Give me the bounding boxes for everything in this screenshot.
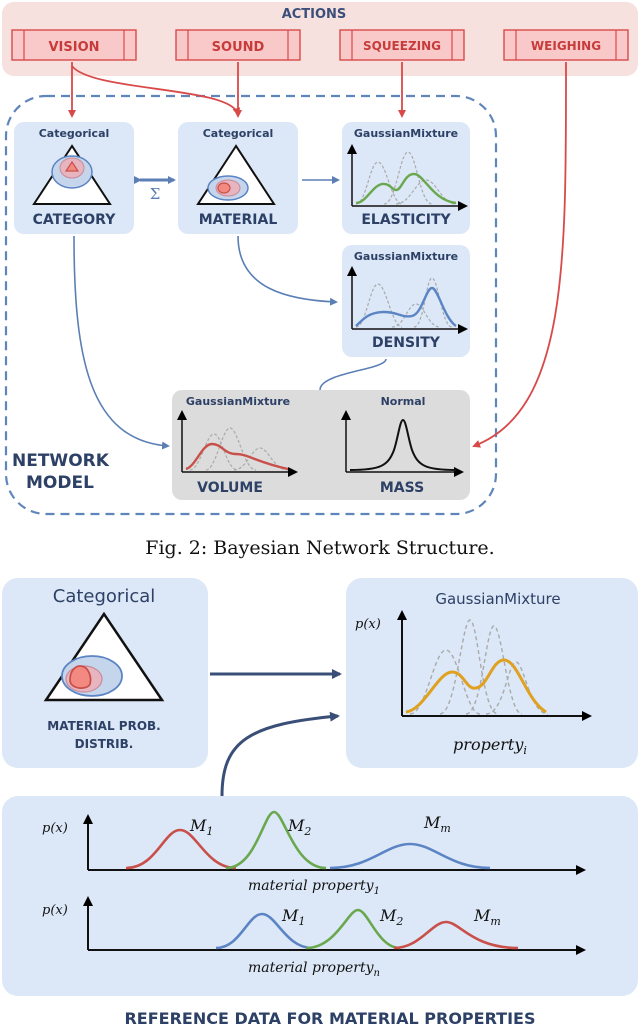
node-volume: GaussianMixture VOLUME xyxy=(177,395,298,496)
reference-to-mixture-arrow xyxy=(220,711,340,797)
mixture-curve xyxy=(405,658,547,714)
node-density-name: DENSITY xyxy=(372,335,441,351)
mixture-curve xyxy=(355,172,457,205)
ref-red-curve xyxy=(125,828,237,870)
mixture-px-label: p(x) xyxy=(355,617,381,632)
mixture-component xyxy=(391,303,441,328)
network-arrows xyxy=(73,176,387,450)
ref-plot1-mm: Mm xyxy=(423,813,451,835)
node-material-dist: Categorical xyxy=(203,127,274,140)
node-elasticity-name: ELASTICITY xyxy=(361,212,451,228)
node-mass-name: MASS xyxy=(380,480,424,496)
node-elasticity: GaussianMixture ELASTICITY xyxy=(342,122,470,234)
node-category-name: CATEGORY xyxy=(33,212,117,228)
ref-plot1-px: p(x) xyxy=(42,821,68,836)
categorical-title: Categorical xyxy=(53,586,156,607)
ref-green-curve xyxy=(225,810,327,870)
action-vision-label: VISION xyxy=(48,40,99,55)
normal-curve xyxy=(349,418,457,471)
ref-plot2-xlabel: material propertyn xyxy=(248,960,380,979)
ref-plot1-xlabel: material property1 xyxy=(248,878,380,897)
mixture-component xyxy=(439,619,499,715)
network-model-container xyxy=(4,94,498,516)
red-contour xyxy=(217,182,231,194)
reference-plot-2: p(x) M1 M2 Mm material propertyn xyxy=(42,896,586,979)
ref-plot1-m2: M2 xyxy=(287,816,311,838)
mixture-curve xyxy=(355,286,457,327)
action-weighing-label: WEIGHING xyxy=(531,39,601,53)
sum-link: Σ xyxy=(134,176,176,203)
node-density: GaussianMixture DENSITY xyxy=(342,245,470,357)
mixture-component xyxy=(189,433,239,471)
property-label: propertyi xyxy=(453,735,527,757)
categorical-box: Categorical MATERIAL PROB. DISTRIB. xyxy=(2,578,208,768)
figure-caption: Fig. 2: Bayesian Network Structure. xyxy=(145,537,494,559)
reference-plot-1: p(x) M1 M2 Mm material property1 xyxy=(42,810,586,897)
action-sound: SOUND xyxy=(175,29,301,61)
node-density-dist: GaussianMixture xyxy=(354,250,458,263)
red-contour xyxy=(64,160,80,172)
actions-title: ACTIONS xyxy=(282,7,347,22)
ref-blue-curve xyxy=(329,842,491,870)
sum-symbol: Σ xyxy=(150,185,161,203)
mixture-component xyxy=(383,151,433,205)
mixture-box: GaussianMixture p(x) propertyi xyxy=(346,578,638,768)
mixture-title: GaussianMixture xyxy=(435,590,560,608)
actions-band: ACTIONS VISION SOUND SQUEEZING WEIGHING xyxy=(2,2,638,76)
node-category: Categorical CATEGORY xyxy=(14,122,134,234)
node-elasticity-dist: GaussianMixture xyxy=(354,127,458,140)
mixture-component xyxy=(355,161,403,205)
action-weighing: WEIGHING xyxy=(503,29,629,61)
node-mass-dist: Normal xyxy=(381,395,426,408)
ref-plot1-m1: M1 xyxy=(189,816,213,838)
node-volume-dist: GaussianMixture xyxy=(186,395,290,408)
action-squeezing-label: SQUEEZING xyxy=(363,39,441,53)
action-squeezing: SQUEEZING xyxy=(339,29,465,61)
node-material: Categorical MATERIAL xyxy=(178,122,298,234)
red-contour xyxy=(69,665,92,689)
action-vision: VISION xyxy=(11,29,137,61)
prob-label-line1: MATERIAL PROB. xyxy=(47,719,160,733)
network-label-line1: NETWORK xyxy=(12,451,110,471)
network-label-line2: MODEL xyxy=(26,473,94,493)
action-sound-label: SOUND xyxy=(212,40,265,55)
ref-plot2-m1: M1 xyxy=(281,906,305,928)
node-material-name: MATERIAL xyxy=(199,212,278,228)
ref-plot2-mm: Mm xyxy=(473,906,501,928)
node-category-dist: Categorical xyxy=(39,127,110,140)
ref-green-curve xyxy=(305,908,401,950)
ref-blue-curve xyxy=(215,912,313,950)
ref-plot2-px: p(x) xyxy=(42,903,68,918)
node-mass: Normal MASS xyxy=(341,395,464,496)
ref-plot2-m2: M2 xyxy=(379,906,403,928)
action-arrows xyxy=(68,61,567,448)
ref-red-curve xyxy=(393,920,519,950)
mixture-component xyxy=(465,625,523,715)
mixture-curve xyxy=(185,442,289,471)
node-volume-name: VOLUME xyxy=(197,480,263,496)
prob-label-line2: DISTRIB. xyxy=(75,737,134,751)
reference-data-title: REFERENCE DATA FOR MATERIAL PROPERTIES xyxy=(124,1009,535,1028)
